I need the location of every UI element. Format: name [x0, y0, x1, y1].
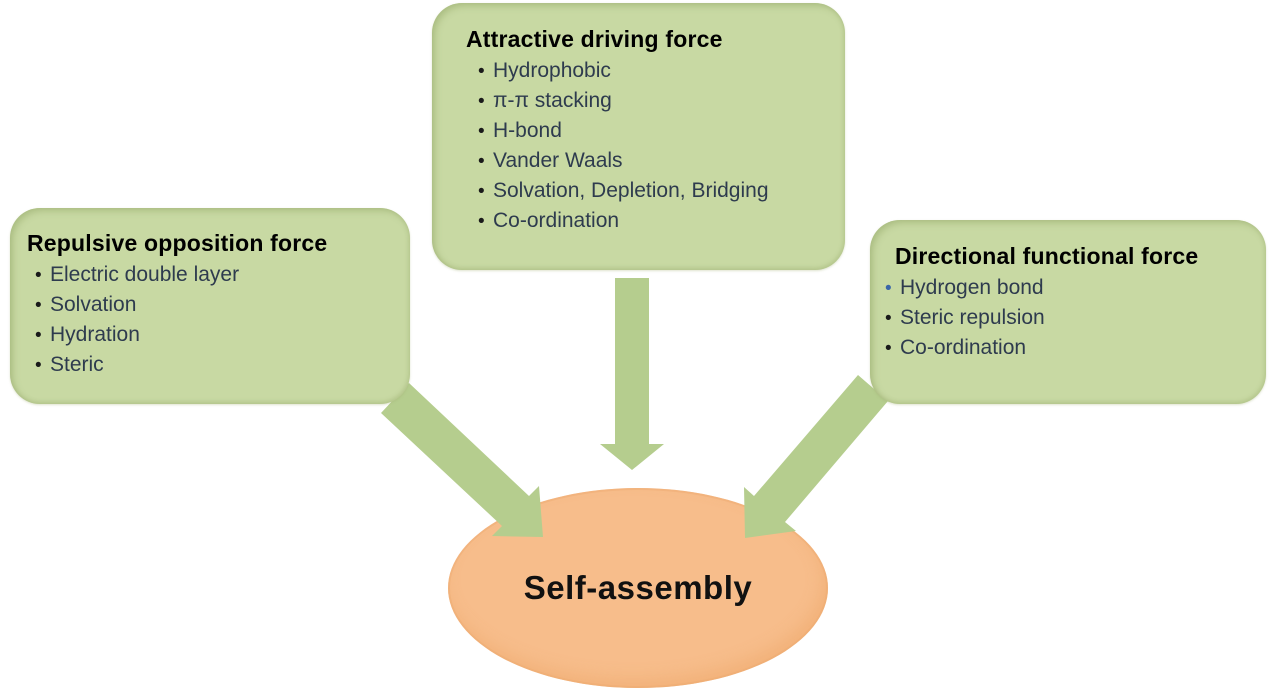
bullet-item: • Hydrogen bond [885, 273, 1250, 303]
bullet-dot-icon: • [35, 265, 42, 286]
bullet-dot-icon: • [478, 61, 485, 82]
bullet-item-label: Solvation, Depletion, Bridging [493, 179, 769, 202]
box-title-attractive: Attractive driving force [466, 26, 723, 52]
bullet-dot-icon: • [478, 91, 485, 112]
bullet-item-label: Electric double layer [50, 263, 240, 286]
bullet-dot-icon: • [478, 181, 485, 202]
bullet-dot-icon: • [35, 355, 42, 376]
box-title-repulsive: Repulsive opposition force [27, 230, 328, 256]
bullet-dot-icon: • [478, 151, 485, 172]
bullet-item: • Vander Waals [478, 146, 825, 176]
bullet-item-label: Solvation [50, 293, 137, 316]
bullet-item-label: π-π stacking [493, 89, 612, 112]
bullet-item: • Hydration [35, 320, 394, 350]
bullet-list-repulsive: • Electric double layer • Solvation • Hydrati… [35, 260, 394, 380]
bullet-list-directional: • Hydrogen bond • Steric repulsion • Co-ordin… [885, 273, 1250, 363]
bullet-item-label: Co-ordination [900, 336, 1027, 359]
bullet-item-label: Hydration [50, 323, 140, 346]
bullet-item-label: Vander Waals [493, 149, 623, 172]
bullet-dot-icon: • [35, 325, 42, 346]
bullet-item: • Solvation, Depletion, Bridging [478, 176, 825, 206]
bullet-dot-icon: • [478, 211, 485, 232]
bullet-item: • Steric [35, 350, 394, 380]
box-title-directional: Directional functional force [895, 243, 1199, 269]
bullet-dot-icon: • [35, 295, 42, 316]
box-repulsive-opposition-force: Repulsive opposition force • Electric dou… [10, 208, 410, 404]
bullet-item: • H-bond [478, 116, 825, 146]
bullet-dot-icon: • [478, 121, 485, 142]
bullet-item-label: Hydrogen bond [900, 276, 1044, 299]
bullet-item-label: Hydrophobic [493, 59, 611, 82]
bullet-item: • Hydrophobic [478, 56, 825, 86]
arrow-directional-to-self-assembly [744, 375, 888, 538]
arrow-repulsive-to-self-assembly [381, 383, 543, 537]
bullet-item: • Co-ordination [885, 333, 1250, 363]
bullet-item: • Solvation [35, 290, 394, 320]
bullet-item: • π-π stacking [478, 86, 825, 116]
box-directional-functional-force: Directional functional force • Hydrogen b… [870, 220, 1266, 404]
box-attractive-driving-force: Attractive driving force • Hydrophobic • π-… [432, 3, 845, 270]
bullet-item-label: Co-ordination [493, 209, 620, 232]
bullet-item-label: Steric repulsion [900, 306, 1045, 329]
bullet-item-label: H-bond [493, 119, 562, 142]
bullet-item: • Steric repulsion [885, 303, 1250, 333]
bullet-list-attractive: • Hydrophobic • π-π stacking • H-bond • Vander … [478, 56, 825, 236]
bullet-item: • Co-ordination [478, 206, 825, 236]
self-assembly-label: Self-assembly [523, 569, 753, 606]
bullet-item-label: Steric [50, 353, 104, 376]
bullet-dot-icon: • [885, 338, 892, 359]
bullet-dot-icon: • [885, 308, 892, 329]
arrow-attractive-to-self-assembly [600, 278, 664, 470]
bullet-dot-icon: • [885, 278, 892, 299]
bullet-item: • Electric double layer [35, 260, 394, 290]
